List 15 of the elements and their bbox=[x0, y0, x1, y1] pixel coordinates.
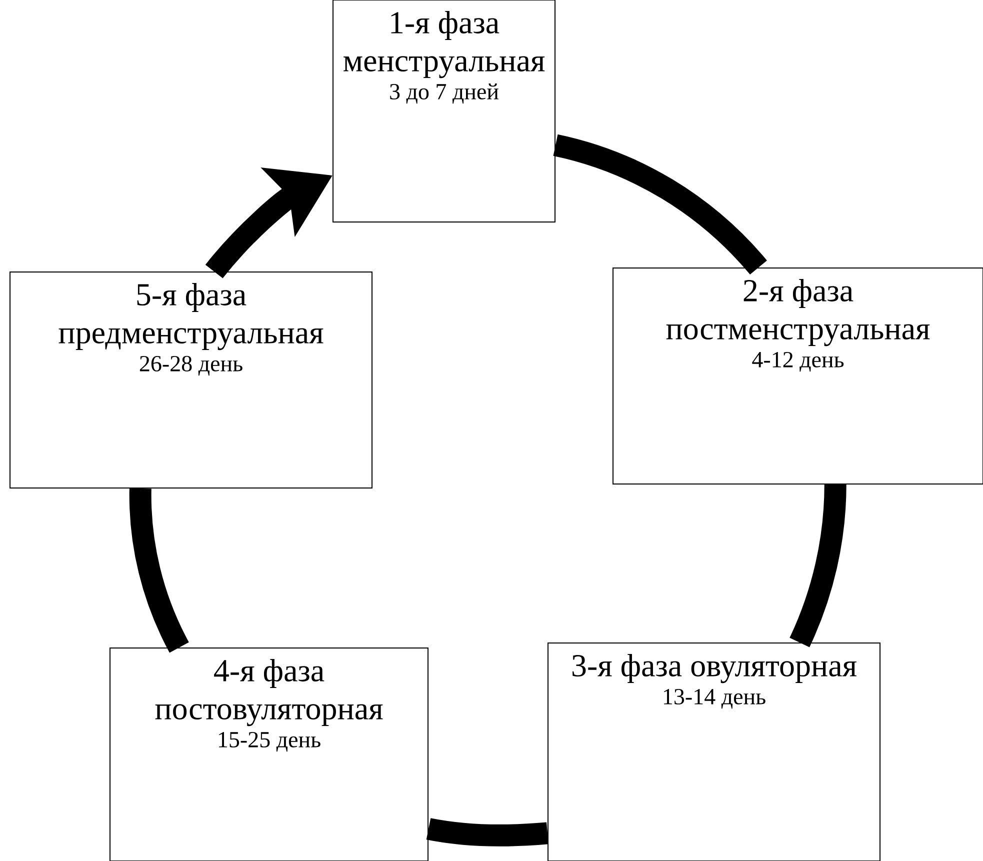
phase-duration: 15-25 день bbox=[218, 732, 320, 752]
phase-title: 2-я фаза постменструальная bbox=[666, 279, 930, 346]
phase-duration: 3 до 7 дней bbox=[390, 83, 498, 104]
phase-duration: 13-14 день bbox=[664, 688, 766, 709]
phase-box bbox=[548, 642, 880, 861]
phase-box bbox=[612, 268, 983, 484]
phase-title: 1-я фаза менструальная bbox=[344, 11, 545, 78]
phase-box bbox=[10, 272, 372, 488]
phase-box bbox=[110, 648, 428, 861]
phase-title: 5-я фаза предменструальная bbox=[58, 283, 324, 350]
phase-title: 3-я фаза овуляторная bbox=[572, 654, 856, 684]
phase-title: 4-я фаза постовуляторная bbox=[155, 659, 383, 726]
phase-box bbox=[332, 0, 556, 222]
phase-duration: 26-28 день bbox=[140, 356, 242, 376]
phase-duration: 4-12 день bbox=[752, 352, 844, 372]
